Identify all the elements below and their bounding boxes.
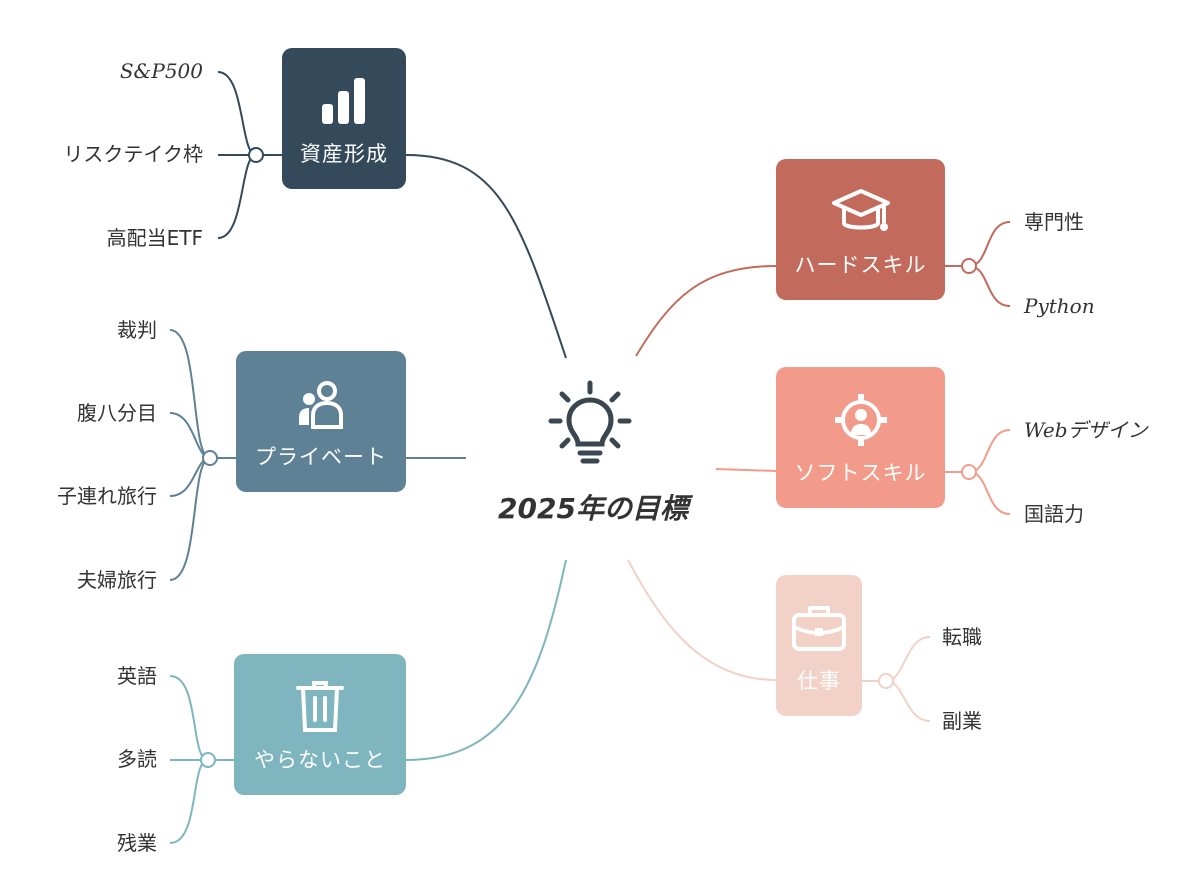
leaf-dont-1: 多読 [117, 747, 157, 771]
leaf-work-1: 副業 [942, 709, 982, 733]
leaf-hard-0: 専門性 [1024, 210, 1084, 234]
junction-private [202, 450, 218, 466]
connector-hard [635, 265, 777, 357]
node-work-label: 仕事 [797, 668, 841, 693]
gear-person-icon [834, 389, 888, 451]
leaf-assets-1: リスクテイク枠 [63, 142, 203, 166]
leaf-connectors-soft [945, 429, 1011, 515]
node-assets[interactable]: 資産形成 [282, 48, 406, 189]
node-assets-label: 資産形成 [300, 141, 388, 166]
leaf-private-3: 夫婦旅行 [77, 568, 157, 592]
connector-work [627, 559, 777, 681]
people-icon [297, 373, 345, 435]
junction-work [878, 673, 894, 689]
leaf-private-2: 子連れ旅行 [57, 484, 157, 508]
leaf-dont-2: 残業 [117, 831, 157, 855]
node-hard[interactable]: ハードスキル [776, 159, 945, 300]
leaf-soft-0: Webデザイン [1024, 418, 1148, 442]
node-hard-label: ハードスキル [794, 252, 927, 277]
bar-chart-icon [319, 70, 369, 132]
graduation-cap-icon [831, 181, 891, 243]
connector-assets [405, 154, 567, 359]
node-soft-label: ソフトスキル [794, 460, 927, 485]
leaf-work-0: 転職 [942, 625, 982, 649]
leaf-assets-2: 高配当ETF [106, 226, 203, 250]
leaf-private-0: 裁判 [117, 318, 157, 342]
node-private[interactable]: プライベート [236, 351, 406, 492]
junction-soft [961, 464, 977, 480]
connector-dont [405, 559, 567, 761]
node-dont[interactable]: やらないこと [234, 654, 406, 795]
junction-assets [248, 147, 264, 163]
leaf-connectors-work [862, 636, 931, 722]
lightbulb-icon [548, 380, 632, 464]
connector-soft [715, 468, 777, 472]
trash-icon [296, 676, 344, 738]
leaf-connectors-hard [945, 221, 1011, 307]
node-dont-label: やらないこと [254, 747, 386, 772]
briefcase-icon [791, 597, 847, 659]
junction-hard [961, 258, 977, 274]
leaf-dont-0: 英語 [117, 664, 157, 688]
leaf-assets-0: S&P500 [119, 59, 203, 83]
node-soft[interactable]: ソフトスキル [776, 367, 945, 508]
junction-dont [200, 752, 216, 768]
center-title: 2025年の目標 [498, 492, 688, 525]
node-work[interactable]: 仕事 [776, 575, 862, 716]
leaf-hard-1: Python [1024, 294, 1095, 318]
node-private-label: プライベート [255, 444, 387, 469]
leaf-soft-1: 国語力 [1024, 502, 1084, 526]
leaf-private-1: 腹八分目 [77, 401, 157, 425]
